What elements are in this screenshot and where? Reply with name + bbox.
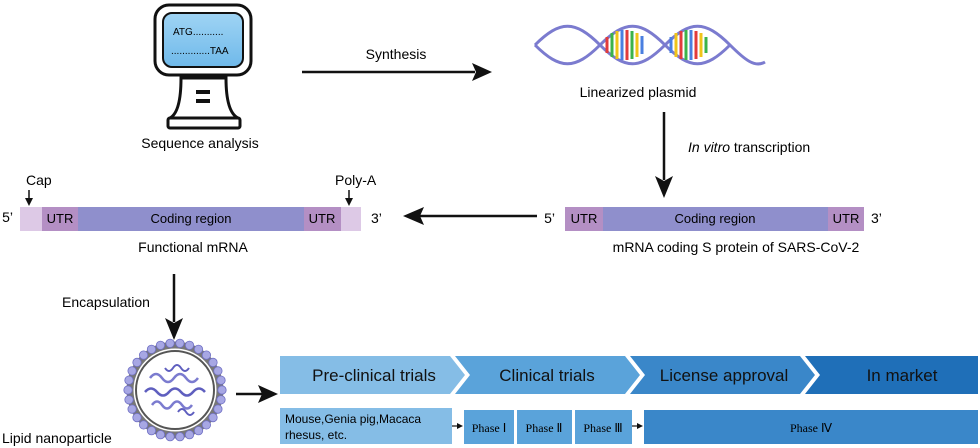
screen-text-1: ATG........... bbox=[173, 27, 223, 38]
preclinical-line2: rhesus, etc. bbox=[285, 428, 347, 442]
phase1-box bbox=[464, 410, 514, 444]
lipid-head bbox=[146, 426, 157, 436]
utr-left-right bbox=[565, 207, 603, 231]
three-prime-left: 3’ bbox=[371, 210, 382, 226]
coding-label-left: Coding region bbox=[151, 211, 232, 226]
lipid-head bbox=[193, 344, 204, 354]
mrna-bar-right: 5’ UTR Coding region UTR 3’ bbox=[544, 207, 882, 231]
polya-arrow-icon bbox=[345, 198, 353, 206]
lipid-head bbox=[184, 430, 195, 440]
pipeline-stages: Pre-clinical trials Clinical trials Lice… bbox=[280, 356, 978, 394]
screen-text-2: ..............TAA bbox=[171, 46, 229, 57]
stage-label-preclinical: Pre-clinical trials bbox=[312, 366, 436, 385]
linearized-plasmid-label: Linearized plasmid bbox=[580, 84, 697, 100]
utr-right-left bbox=[304, 207, 341, 231]
lipid-head bbox=[123, 385, 133, 395]
lipid-head bbox=[124, 395, 134, 405]
lipid-head bbox=[213, 366, 223, 376]
cap-arrow-icon bbox=[25, 198, 33, 206]
stage-market bbox=[805, 356, 978, 394]
stage-clinical bbox=[455, 356, 640, 394]
lipid-head bbox=[216, 395, 226, 405]
ivt-italic: In vitro bbox=[688, 139, 730, 155]
lipid-head bbox=[208, 412, 218, 423]
phase3-label: Phase Ⅲ bbox=[583, 421, 622, 435]
cap-segment bbox=[20, 207, 42, 231]
mrna-s-protein-caption: mRNA coding S protein of SARS-CoV-2 bbox=[613, 239, 860, 255]
stage-license bbox=[630, 356, 815, 394]
phase1-label: Phase Ⅰ bbox=[472, 421, 507, 435]
dna-helix-icon bbox=[533, 24, 766, 66]
five-prime-right: 5’ bbox=[544, 210, 555, 226]
lipid-head bbox=[193, 426, 204, 436]
lipid-nanoparticle-icon bbox=[123, 338, 227, 442]
coding-label-right: Coding region bbox=[675, 211, 756, 226]
lipid-head bbox=[165, 432, 175, 442]
lipid-head bbox=[139, 420, 149, 430]
transcription-arrow bbox=[655, 112, 673, 198]
mrna-bar-left: Cap Poly-A 5’ UTR Coding region UTR 3’ bbox=[2, 172, 382, 231]
phase4-label: Phase Ⅳ bbox=[790, 421, 832, 435]
stage-label-license: License approval bbox=[660, 366, 789, 385]
functional-mrna-caption: Functional mRNA bbox=[138, 239, 248, 255]
computer-icon: ATG........... ..............TAA bbox=[153, 3, 253, 130]
pipeline-subrow: Mouse,Genia pig,Macaca rhesus, etc. Phas… bbox=[280, 408, 978, 444]
utr-left-label-right: UTR bbox=[571, 211, 598, 226]
ivt-rest: transcription bbox=[730, 139, 810, 155]
lipid-head bbox=[139, 350, 149, 360]
lipid-head bbox=[217, 385, 227, 395]
synthesis-arrow bbox=[302, 63, 492, 81]
lipid-head bbox=[213, 404, 223, 414]
lipid-head bbox=[127, 404, 137, 414]
preclinical-box bbox=[280, 408, 452, 444]
lipid-head bbox=[165, 338, 175, 348]
lipid-head bbox=[184, 340, 195, 350]
utr-right-right bbox=[828, 207, 864, 231]
lipid-head bbox=[124, 375, 134, 385]
stage-label-market: In market bbox=[867, 366, 938, 385]
lipid-head bbox=[155, 430, 166, 440]
phase2-box bbox=[517, 410, 572, 444]
utr-left-left bbox=[42, 207, 78, 231]
pipeline-arrow bbox=[236, 385, 278, 403]
sequence-analysis-label: Sequence analysis bbox=[141, 135, 259, 151]
lipid-head bbox=[175, 338, 185, 348]
encapsulation-arrow bbox=[165, 274, 183, 340]
coding-region-right bbox=[603, 207, 828, 231]
five-prime-left: 5’ bbox=[2, 209, 13, 225]
lipid-head bbox=[201, 420, 211, 430]
lipid-head bbox=[155, 340, 166, 350]
stage-label-clinical: Clinical trials bbox=[499, 366, 594, 385]
utr-left-label-left: UTR bbox=[47, 211, 74, 226]
coding-region-left bbox=[78, 207, 304, 231]
phase2-label: Phase Ⅱ bbox=[526, 421, 563, 435]
lipid-head bbox=[208, 357, 218, 367]
lipid-nanoparticle-label: Lipid nanoparticle bbox=[2, 430, 112, 446]
utr-right-label-right: UTR bbox=[833, 211, 860, 226]
stage-preclinical bbox=[280, 356, 465, 394]
lipid-head bbox=[175, 432, 185, 442]
encapsulation-label: Encapsulation bbox=[62, 294, 150, 310]
lipid-head bbox=[127, 366, 137, 376]
polya-label: Poly-A bbox=[335, 172, 377, 188]
lipid-head bbox=[201, 350, 211, 360]
synthesis-label: Synthesis bbox=[366, 46, 427, 62]
lipid-head bbox=[132, 412, 142, 423]
left-arrow bbox=[403, 207, 537, 225]
utr-right-label-left: UTR bbox=[309, 211, 336, 226]
lipid-head bbox=[216, 375, 226, 385]
three-prime-right: 3’ bbox=[871, 210, 882, 226]
ivt-label: In vitro transcription bbox=[688, 139, 810, 155]
cap-label: Cap bbox=[26, 172, 52, 188]
phase4-box bbox=[644, 410, 978, 444]
lipid-head bbox=[146, 344, 157, 354]
phase3-box bbox=[575, 410, 632, 444]
preclinical-line1: Mouse,Genia pig,Macaca bbox=[285, 412, 421, 426]
lipid-head bbox=[132, 357, 142, 367]
polya-segment bbox=[341, 207, 361, 231]
